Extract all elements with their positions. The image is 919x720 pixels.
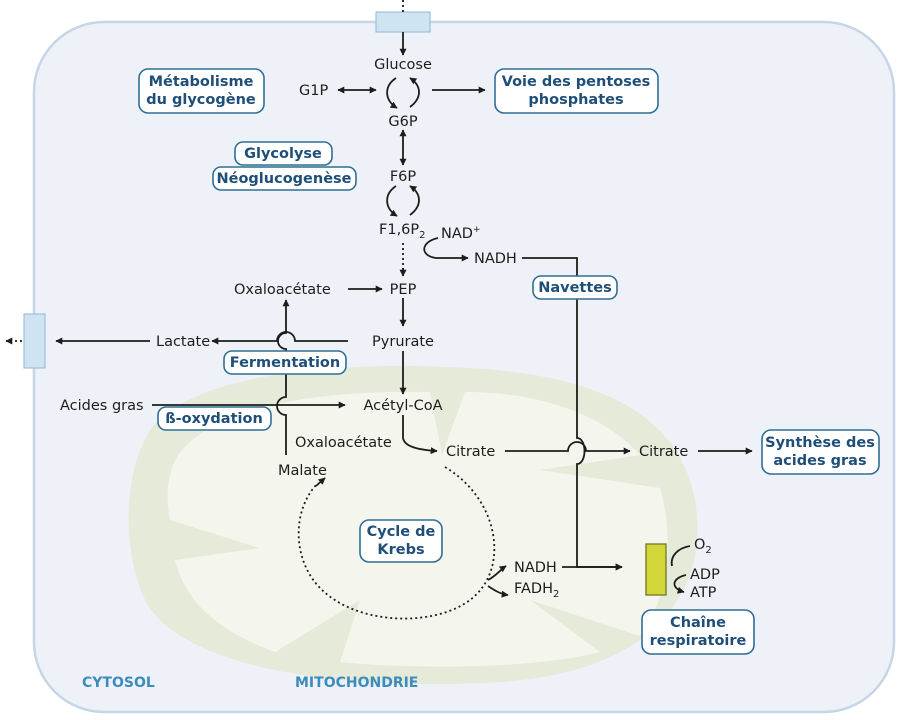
pathway-navettes: Navettes: [532, 275, 618, 300]
pathway-fatty-acid-synthesis: Synthèse des acides gras: [761, 429, 880, 475]
nad-plus-label: NAD+: [441, 225, 480, 242]
svg-text:Navettes: Navettes: [538, 280, 612, 296]
svg-text:Métabolisme: Métabolisme: [149, 74, 254, 90]
svg-text:acides gras: acides gras: [773, 453, 866, 469]
svg-text:Glycolyse: Glycolyse: [244, 146, 322, 162]
nadh-mito-label: NADH: [514, 560, 557, 576]
oxaloacetate-cytosol-label: Oxaloacétate: [234, 282, 331, 298]
pathway-glycogen-metabolism: Métabolisme du glycogène: [138, 68, 265, 114]
glucose-label: Glucose: [374, 57, 432, 73]
pathway-beta-oxidation: ß-oxydation: [157, 406, 272, 431]
svg-text:Fermentation: Fermentation: [230, 355, 340, 371]
f16p2-label: F1,6P2: [379, 222, 426, 241]
lactate-transporter: [23, 313, 46, 369]
svg-text:Néoglucogenèse: Néoglucogenèse: [217, 171, 352, 187]
pyruvate-label: Pyrurate: [372, 334, 434, 350]
pathway-arrows: [5, 0, 753, 620]
svg-text:respiratoire: respiratoire: [650, 633, 747, 649]
pathway-fermentation: Fermentation: [223, 350, 347, 375]
f6p-label: F6P: [390, 169, 417, 185]
nadh-cytosol-label: NADH: [474, 251, 517, 267]
malate-label: Malate: [278, 463, 327, 479]
svg-text:Synthèse des: Synthèse des: [765, 435, 875, 451]
pep-label: PEP: [390, 282, 417, 298]
g1p-label: G1P: [299, 83, 328, 99]
pathway-glycolyse: Glycolyse: [234, 141, 333, 166]
svg-text:phosphates: phosphates: [528, 92, 623, 108]
mitochondrie-label: MITOCHONDRIE: [295, 675, 418, 691]
svg-text:Voie des pentoses: Voie des pentoses: [502, 74, 651, 90]
oxaloacetate-mito-label: Oxaloacétate: [295, 435, 392, 451]
respiratory-complex: [645, 543, 667, 596]
pathway-respiratory-chain: Chaîne respiratoire: [641, 609, 755, 655]
cytosol-label: CYTOSOL: [82, 675, 155, 691]
svg-text:Krebs: Krebs: [377, 542, 424, 558]
g6p-label: G6P: [388, 114, 417, 130]
acetyl-coa-label: Acétyl-CoA: [364, 398, 443, 414]
glucose-transporter: [375, 11, 431, 33]
citrate-mito-label: Citrate: [446, 444, 495, 460]
fatty-acids-label: Acides gras: [60, 398, 144, 414]
svg-text:ß-oxydation: ß-oxydation: [165, 411, 263, 427]
pathway-krebs-cycle: Cycle de Krebs: [359, 519, 443, 563]
svg-text:Cycle de: Cycle de: [367, 524, 436, 540]
svg-text:du glycogène: du glycogène: [146, 92, 256, 108]
o2-label: O2: [694, 537, 712, 556]
lactate-label: Lactate: [156, 334, 210, 350]
svg-text:Chaîne: Chaîne: [670, 615, 726, 631]
citrate-cytosol-label: Citrate: [639, 444, 688, 460]
fadh2-label: FADH2: [514, 581, 559, 600]
atp-label: ATP: [690, 585, 717, 601]
pathway-neoglucogenese: Néoglucogenèse: [212, 166, 357, 191]
pathway-pentose-phosphate: Voie des pentoses phosphates: [494, 68, 659, 114]
adp-label: ADP: [690, 567, 720, 583]
